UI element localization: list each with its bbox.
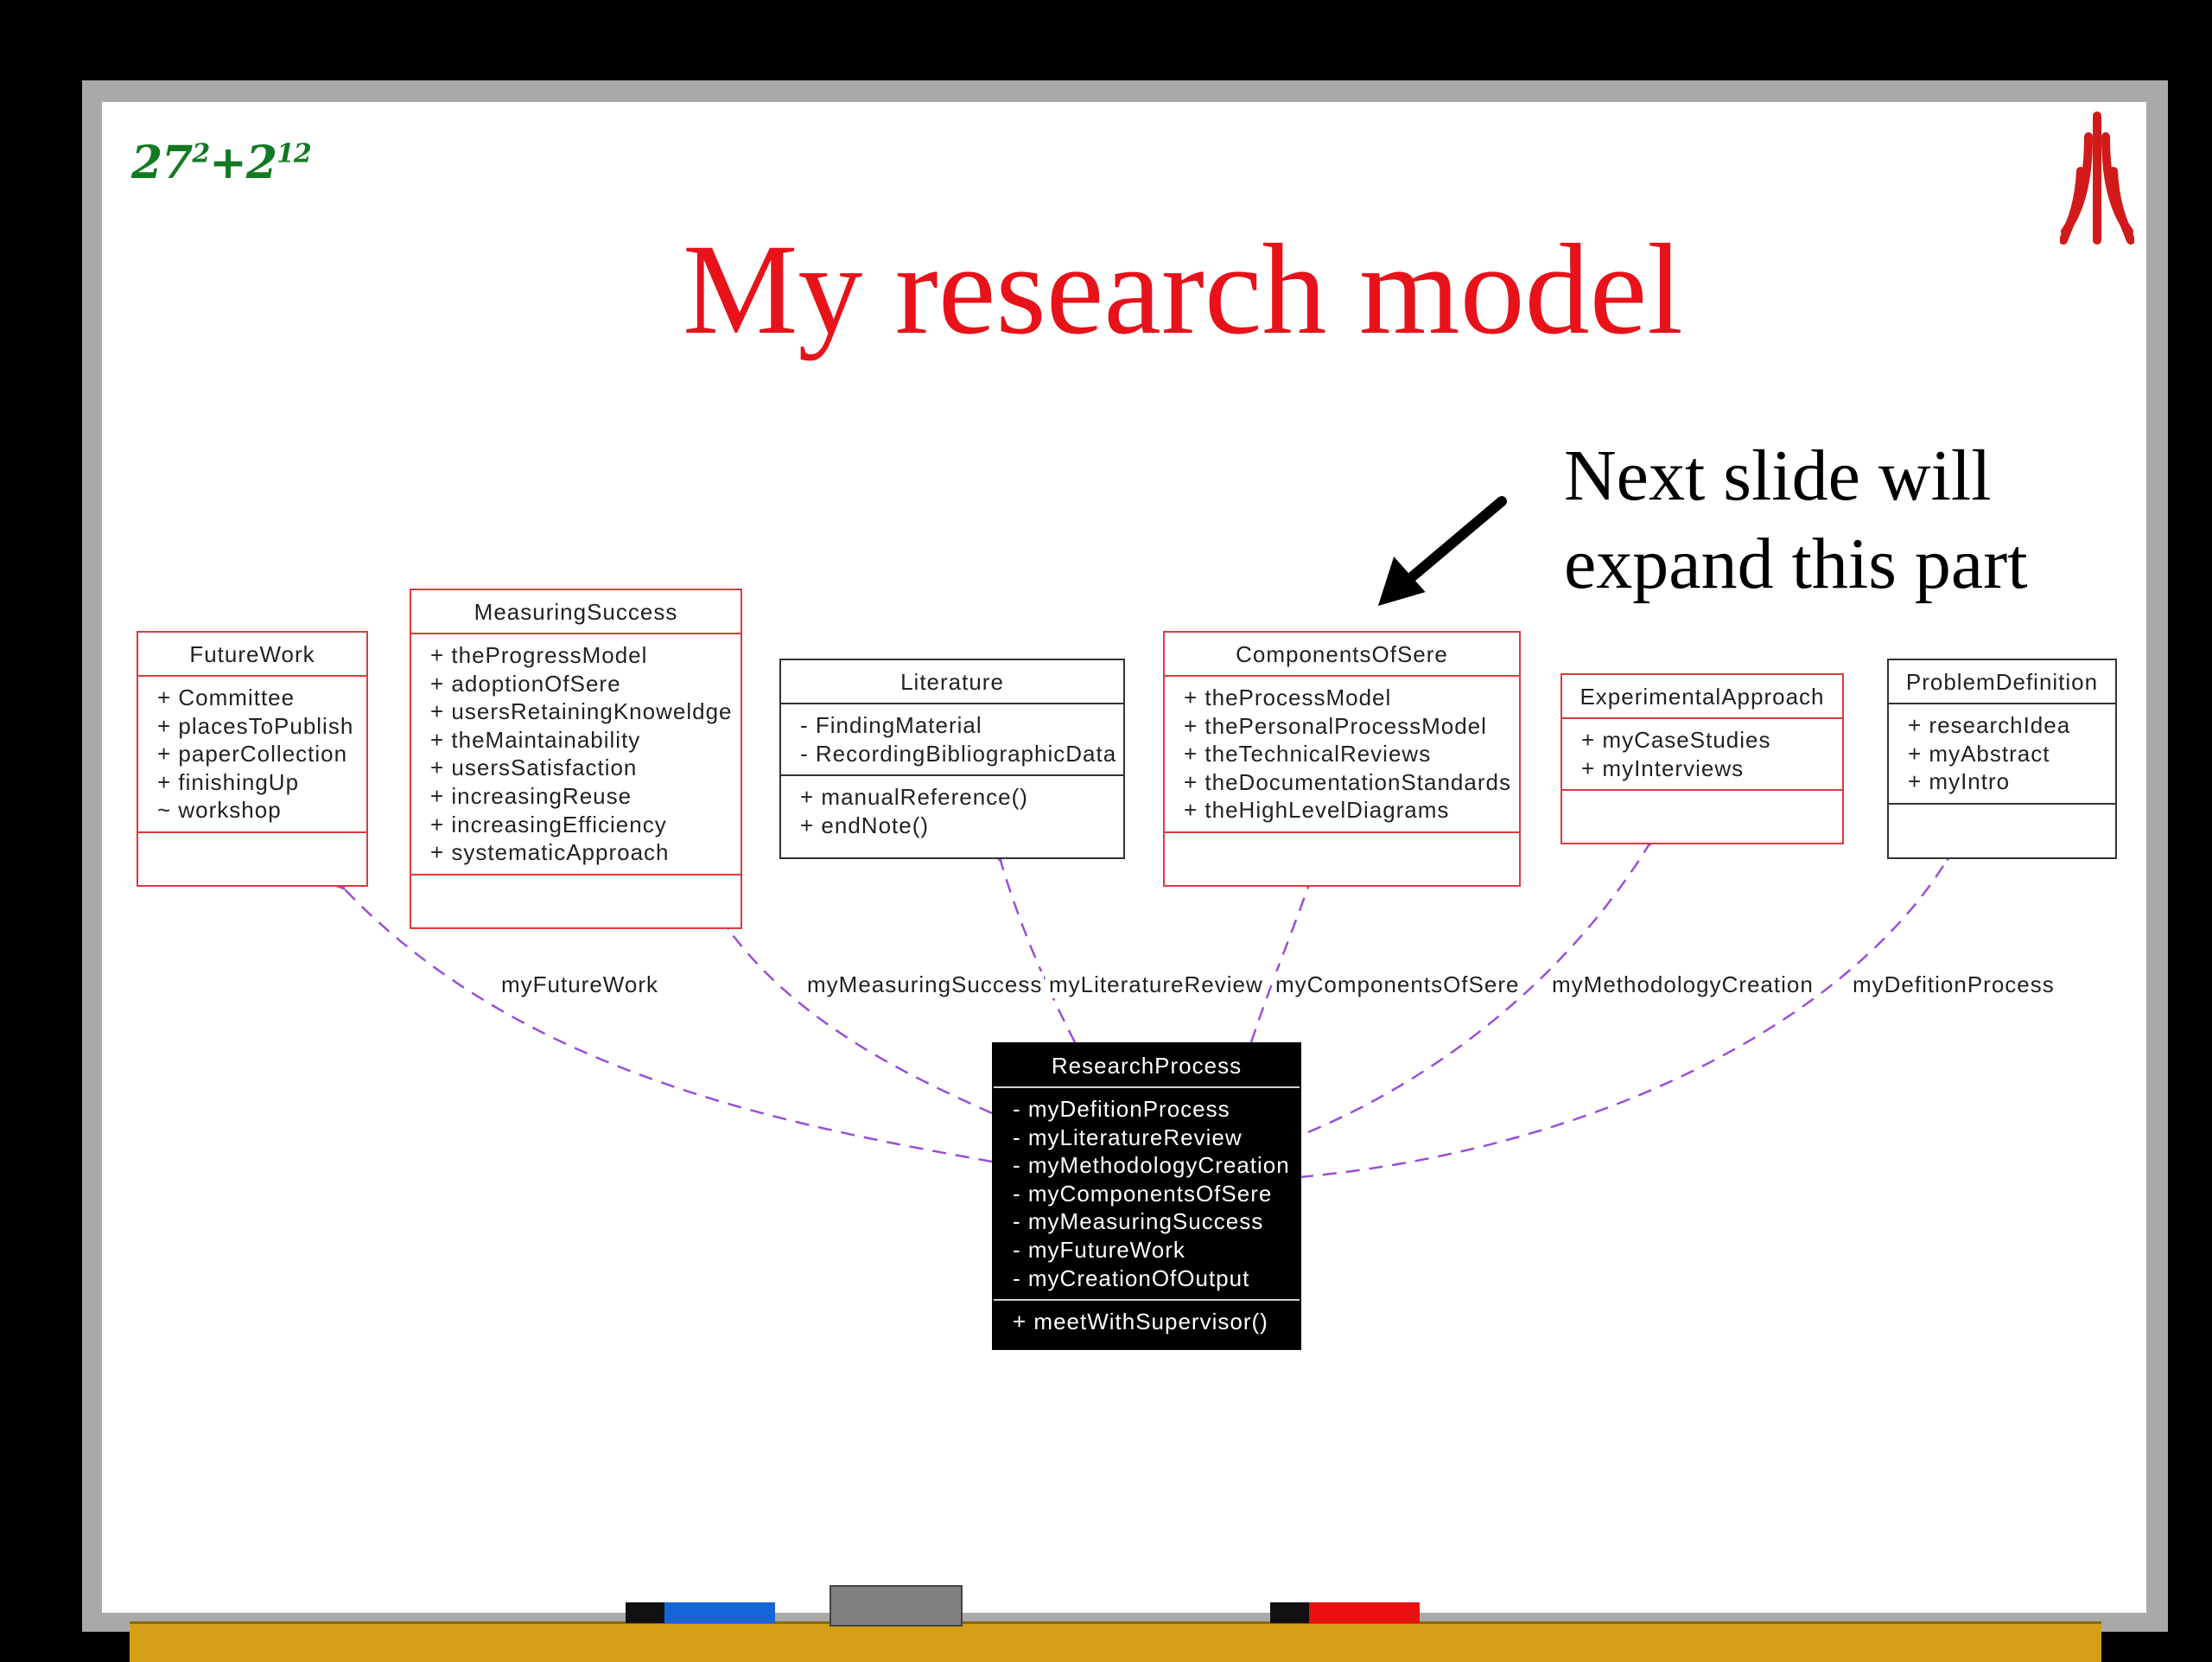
class-attribute: - myLiteratureReview: [1013, 1124, 1243, 1150]
red-marker-cap: [1270, 1602, 1309, 1623]
whiteboard-tray: [130, 1621, 2101, 1662]
class-name: ComponentsOfSere: [1165, 633, 1519, 677]
class-attributes: + Committee + placesToPublish + paperCol…: [138, 677, 366, 833]
class-attribute: - myCreationOfOutput: [1013, 1264, 1250, 1291]
class-attribute: - FindingMaterial: [800, 712, 982, 738]
connector-future-work: [344, 888, 993, 1163]
class-operations: [411, 876, 741, 915]
class-operations: [1889, 805, 2115, 844]
association-label-methodology-creation: myMethodologyCreation: [1550, 971, 1815, 998]
class-operations: + manualReference() + endNote(): [781, 776, 1123, 846]
class-attributes: + myCaseStudies + myInterviews: [1562, 719, 1842, 792]
blue-marker-cap: [626, 1602, 664, 1623]
class-attribute: + theDocumentationStandards: [1184, 768, 1511, 795]
class-name: ProblemDefinition: [1889, 660, 2115, 704]
formula-logo: 272+212: [131, 137, 312, 189]
class-name: ExperimentalApproach: [1562, 675, 1842, 719]
class-attribute: + usersSatisfaction: [430, 755, 638, 781]
class-attribute: + theProcessModel: [1184, 685, 1392, 710]
red-marker: [1309, 1602, 1420, 1623]
class-attribute: + Committee: [157, 685, 296, 710]
class-operations: [1165, 833, 1519, 873]
class-attributes: - FindingMaterial - RecordingBibliograph…: [781, 704, 1123, 777]
class-attribute: + myCaseStudies: [1581, 727, 1771, 753]
class-attribute: + myAbstract: [1908, 740, 2050, 767]
class-attribute: + increasingReuse: [430, 782, 632, 809]
class-attribute: + usersRetainingKnoweldge: [430, 698, 733, 725]
class-attribute: + thePersonalProcessModel: [1184, 712, 1487, 739]
class-attribute: - myFutureWork: [1013, 1236, 1185, 1263]
connector-components-of-sere: [1249, 887, 1308, 1043]
class-literature[interactable]: Literature - FindingMaterial - Recording…: [779, 659, 1125, 859]
association-label-components-of-sere: myComponentsOfSere: [1274, 971, 1522, 998]
connector-problem-definition: [1299, 859, 1948, 1179]
class-attribute: + placesToPublish: [157, 712, 354, 739]
class-problem-definition[interactable]: ProblemDefinition + researchIdea + myAbs…: [1887, 659, 2117, 859]
class-attributes: + theProgressModel + adoptionOfSere + us…: [411, 634, 741, 876]
class-operation: + manualReference(): [800, 784, 1028, 811]
class-attributes: + researchIdea + myAbstract + myIntro: [1889, 704, 2115, 805]
association-label-defition-process: myDefitionProcess: [1851, 971, 2056, 998]
class-attributes: + theProcessModel + thePersonalProcessMo…: [1165, 677, 1519, 833]
callout-line-2: expand this part: [1564, 524, 2028, 604]
callout-text: Next slide will expand this part: [1564, 432, 2028, 608]
class-attribute: + myInterviews: [1581, 755, 1745, 781]
association-label-future-work: myFutureWork: [499, 971, 660, 998]
class-attribute: + theProgressModel: [430, 642, 648, 668]
callout-arrow-icon: [1377, 496, 1507, 606]
class-attribute: - myComponentsOfSere: [1013, 1180, 1273, 1207]
class-attribute: - myDefitionProcess: [1013, 1096, 1230, 1122]
class-attributes: - myDefitionProcess - myLiteratureReview…: [994, 1088, 1300, 1302]
class-attribute: + finishingUp: [157, 768, 300, 795]
class-name: Literature: [781, 660, 1123, 704]
class-components-of-sere[interactable]: ComponentsOfSere + theProcessModel + the…: [1163, 631, 1521, 887]
association-label-measuring-success: myMeasuringSuccess: [805, 971, 1045, 998]
class-experimental-approach[interactable]: ExperimentalApproach + myCaseStudies + m…: [1560, 673, 1844, 844]
class-attribute: + theHighLevelDiagrams: [1184, 797, 1450, 824]
connector-literature: [1001, 861, 1077, 1043]
class-attribute: + systematicApproach: [430, 839, 670, 866]
class-operations: + meetWithSupervisor(): [994, 1301, 1300, 1343]
class-attribute: + myIntro: [1908, 768, 2011, 795]
class-attribute: + increasingEfficiency: [430, 811, 667, 837]
association-label-literature-review: myLiteratureReview: [1047, 971, 1265, 998]
class-attribute: + theMaintainability: [430, 726, 641, 753]
class-operations: [1562, 791, 1842, 831]
class-measuring-success[interactable]: MeasuringSuccess + theProgressModel + ad…: [410, 589, 742, 929]
class-operations: [138, 833, 366, 873]
class-research-process[interactable]: ResearchProcess - myDefitionProcess - my…: [992, 1042, 1301, 1350]
slide-title: My research model: [683, 218, 1683, 361]
class-operation: + endNote(): [800, 812, 930, 838]
callout-line-1: Next slide will: [1564, 436, 1992, 516]
class-name: FutureWork: [138, 633, 366, 677]
class-attribute: + paperCollection: [157, 741, 348, 767]
class-attribute: + theTechnicalReviews: [1184, 741, 1432, 767]
class-name: MeasuringSuccess: [411, 590, 741, 634]
class-future-work[interactable]: FutureWork + Committee + placesToPublish…: [137, 631, 368, 887]
class-attribute: - RecordingBibliographicData: [800, 740, 1117, 767]
class-attribute: + researchIdea: [1908, 712, 2071, 738]
class-attribute: ~ workshop: [157, 797, 282, 824]
blue-marker: [664, 1602, 775, 1623]
class-attribute: - myMeasuringSuccess: [1013, 1208, 1264, 1235]
connector-measuring-success: [728, 928, 993, 1115]
class-name: ResearchProcess: [994, 1044, 1300, 1088]
class-operation: + meetWithSupervisor(): [1013, 1309, 1268, 1335]
university-logo-icon: [2060, 111, 2134, 245]
class-attribute: + adoptionOfSere: [430, 670, 621, 697]
class-attribute: - myMethodologyCreation: [1013, 1152, 1290, 1179]
eraser: [830, 1585, 963, 1627]
